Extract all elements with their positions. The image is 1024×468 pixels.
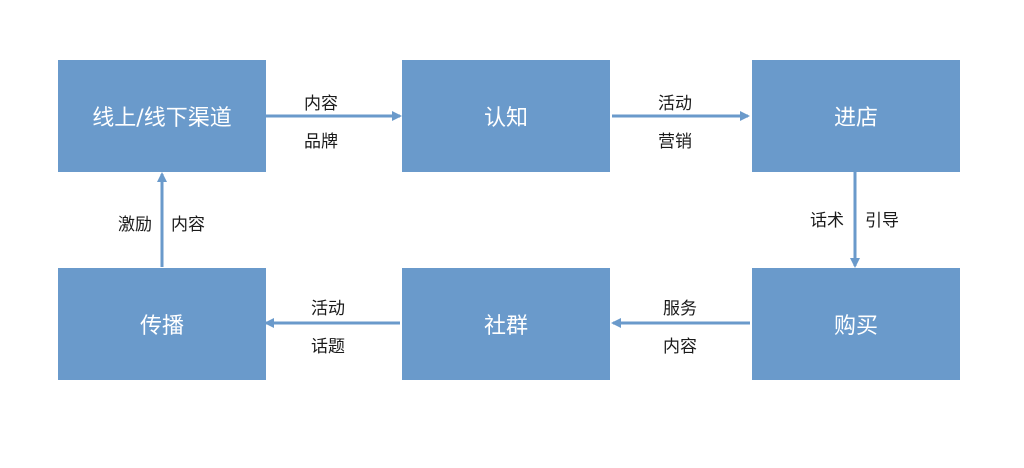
edge-label-service: 服务 xyxy=(663,299,697,319)
node-spread-label: 传播 xyxy=(139,314,184,339)
node-spread: 传播 xyxy=(58,268,266,380)
node-community: 社群 xyxy=(402,268,610,380)
node-awareness: 认知 xyxy=(402,60,610,172)
edge-label-content-2: 内容 xyxy=(663,337,697,357)
edge-label-brand: 品牌 xyxy=(304,132,338,152)
edge-label-incentive: 激励 xyxy=(118,215,152,235)
edge-label-marketing: 营销 xyxy=(658,132,692,152)
edge-label-content-3: 内容 xyxy=(171,215,205,235)
node-channels: 线上/线下渠道 xyxy=(58,60,266,172)
node-visit-label: 进店 xyxy=(833,106,878,131)
edge-label-guide: 引导 xyxy=(865,211,899,231)
node-purchase: 购买 xyxy=(752,268,960,380)
edge-label-topic: 话题 xyxy=(311,337,345,357)
node-purchase-label: 购买 xyxy=(833,314,878,339)
edge-label-script: 话术 xyxy=(810,211,844,231)
node-channels-label: 线上/线下渠道 xyxy=(92,106,232,131)
node-awareness-label: 认知 xyxy=(483,106,528,131)
edge-label-content: 内容 xyxy=(304,94,338,114)
node-visit: 进店 xyxy=(752,60,960,172)
node-community-label: 社群 xyxy=(483,314,528,339)
edge-label-activity: 活动 xyxy=(658,94,692,114)
edge-label-activity-2: 活动 xyxy=(311,299,345,319)
